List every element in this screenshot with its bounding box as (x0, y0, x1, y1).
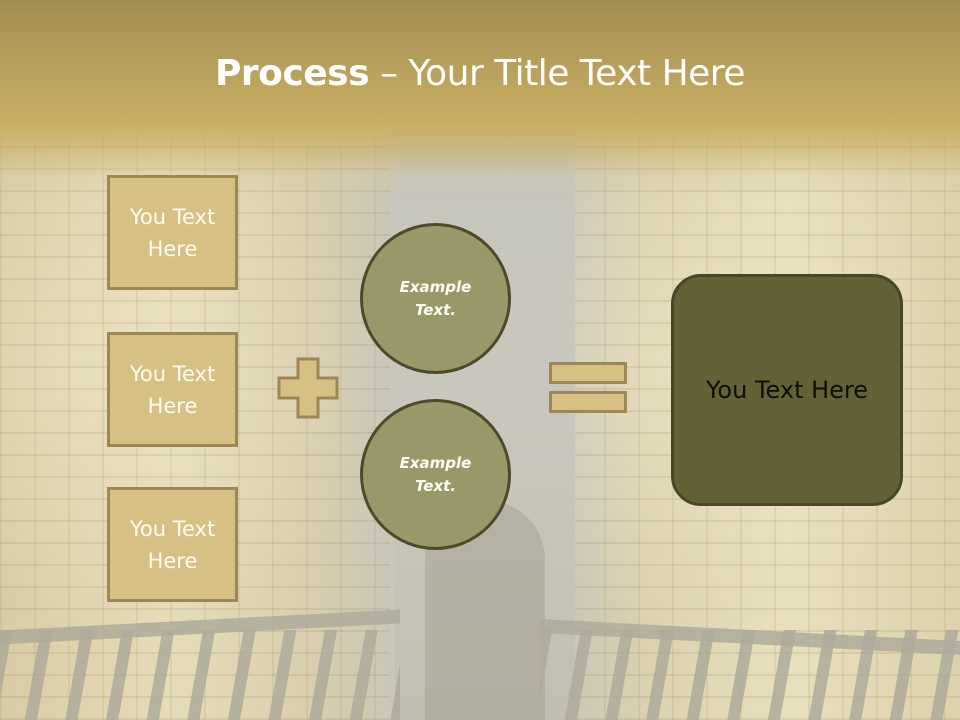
title-separator: – (369, 53, 409, 94)
result-box-label: You Text Here (705, 376, 869, 404)
equals-icon-bottom-bar[interactable] (549, 391, 627, 413)
input-box-label: You Text Here (129, 204, 216, 261)
input-box-3[interactable]: You Text Here (107, 487, 238, 602)
circle-label: Example Text. (399, 453, 472, 495)
slide-title[interactable]: Process – Your Title Text Here (0, 52, 960, 96)
input-box-2[interactable]: You Text Here (107, 332, 238, 447)
example-circle-1[interactable]: Example Text. (360, 223, 511, 374)
input-box-label: You Text Here (129, 361, 216, 418)
title-bold: Process (215, 53, 370, 94)
result-box[interactable]: You Text Here (671, 274, 903, 506)
plus-icon[interactable] (277, 357, 339, 419)
equals-icon-top-bar[interactable] (549, 362, 627, 384)
header-band (0, 0, 960, 200)
input-box-label: You Text Here (129, 516, 216, 573)
input-box-1[interactable]: You Text Here (107, 175, 238, 290)
circle-label: Example Text. (399, 277, 472, 319)
title-rest: Your Title Text Here (408, 53, 745, 94)
background-railing-left (0, 630, 400, 720)
background-railing-right (540, 630, 960, 720)
example-circle-2[interactable]: Example Text. (360, 399, 511, 550)
